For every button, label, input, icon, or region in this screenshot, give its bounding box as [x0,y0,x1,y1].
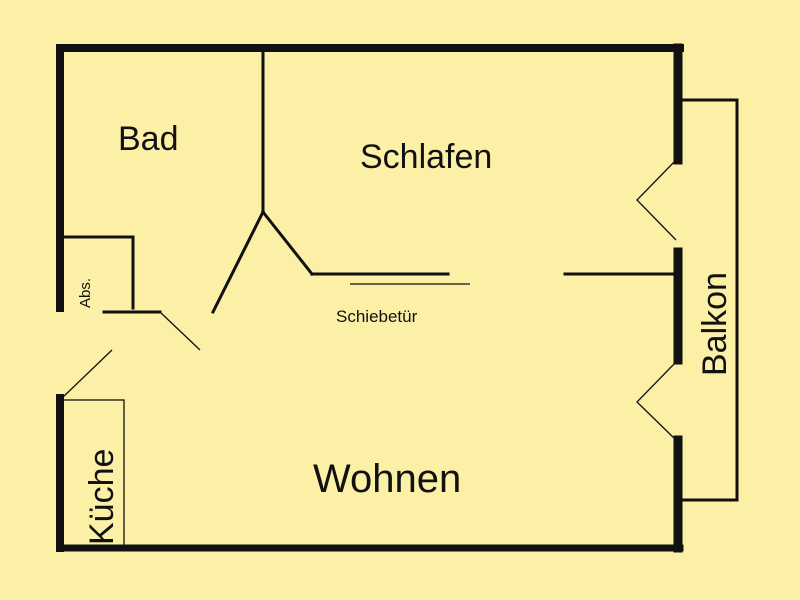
balcony [636,98,739,502]
room-label-abstellraum: Abs. [77,278,94,308]
balcony-railing [678,98,739,502]
bath-door-leaf [159,311,201,351]
kitchen-counter [59,399,125,549]
balcony-window-1 [636,159,677,241]
annotation-schiebetuer: Schiebetür [336,307,418,326]
room-label-balkon: Balkon [696,272,734,376]
room-label-kueche: Küche [83,449,121,545]
wall-to-bath-door [210,209,266,315]
room-label-schlafen: Schlafen [360,138,492,176]
interior-walls [58,46,680,315]
room-label-bad: Bad [118,120,179,158]
room-label-wohnen: Wohnen [313,457,461,501]
outer-walls [56,43,684,553]
wall-to-sliding-door [260,209,315,277]
door-leaves [61,311,201,399]
balcony-window-2 [636,361,677,441]
entrance-door-leaf [61,349,113,399]
